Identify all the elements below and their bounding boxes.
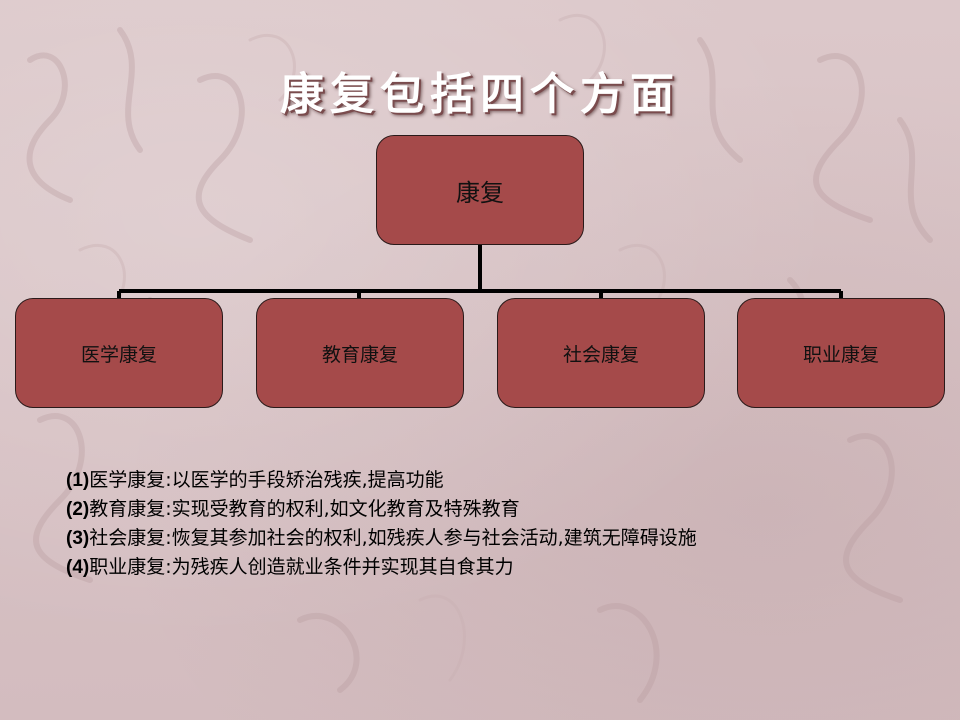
description-list: (1)医学康复:以医学的手段矫治残疾,提高功能 (2)教育康复:实现受教育的权利… (66, 466, 926, 582)
child-node-medical: 医学康复 (15, 298, 223, 408)
child-node-education: 教育康复 (256, 298, 464, 408)
description-item: (3)社会康复:恢复其参加社会的权利,如残疾人参与社会活动,建筑无障碍设施 (66, 524, 926, 553)
description-text: 医学康复:以医学的手段矫治残疾,提高功能 (89, 469, 444, 491)
description-item: (4)职业康复:为残疾人创造就业条件并实现其自食其力 (66, 553, 926, 582)
description-number: (3) (66, 528, 90, 549)
root-node-rehabilitation: 康复 (376, 135, 584, 245)
description-text: 职业康复:为残疾人创造就业条件并实现其自食其力 (89, 556, 514, 578)
description-text: 社会康复:恢复其参加社会的权利,如残疾人参与社会活动,建筑无障碍设施 (89, 527, 697, 549)
description-text: 教育康复:实现受教育的权利,如文化教育及特殊教育 (89, 498, 520, 520)
child-node-social: 社会康复 (497, 298, 705, 408)
description-number: (1) (66, 470, 90, 491)
slide-title: 康复包括四个方面 (280, 69, 680, 120)
description-number: (4) (66, 557, 90, 578)
description-item: (2)教育康复:实现受教育的权利,如文化教育及特殊教育 (66, 495, 926, 524)
description-item: (1)医学康复:以医学的手段矫治残疾,提高功能 (66, 466, 926, 495)
child-node-vocational: 职业康复 (737, 298, 945, 408)
description-number: (2) (66, 499, 90, 520)
